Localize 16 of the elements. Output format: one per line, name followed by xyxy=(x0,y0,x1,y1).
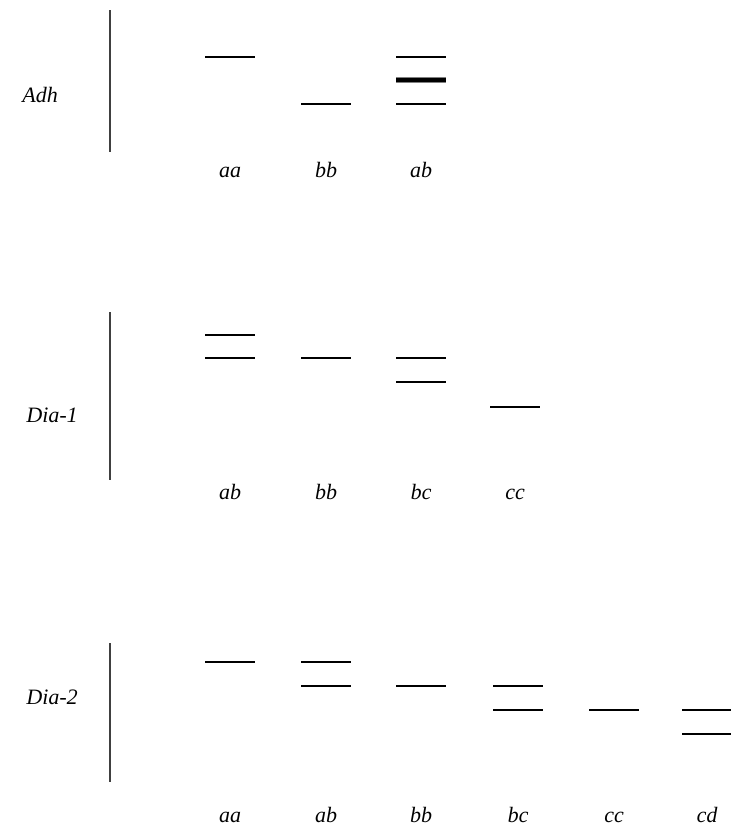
genotype-label: ab xyxy=(410,158,432,182)
genotype-label: ab xyxy=(315,803,337,827)
genotype-label: ab xyxy=(219,480,241,504)
genotype-label: bc xyxy=(508,803,528,827)
locus-label: Dia-1 xyxy=(26,403,78,427)
genotype-label: bb xyxy=(315,158,337,182)
locus-label: Adh xyxy=(22,83,58,107)
genotype-label: aa xyxy=(219,158,241,182)
genotype-label: cc xyxy=(604,803,624,827)
genotype-label: bb xyxy=(410,803,432,827)
genotype-label: cc xyxy=(505,480,525,504)
locus-label: Dia-2 xyxy=(26,685,78,709)
genotype-label: bc xyxy=(410,480,432,504)
genotype-label: cd xyxy=(696,803,718,827)
genotype-label: bb xyxy=(315,480,337,504)
genotype-label: aa xyxy=(219,803,241,827)
